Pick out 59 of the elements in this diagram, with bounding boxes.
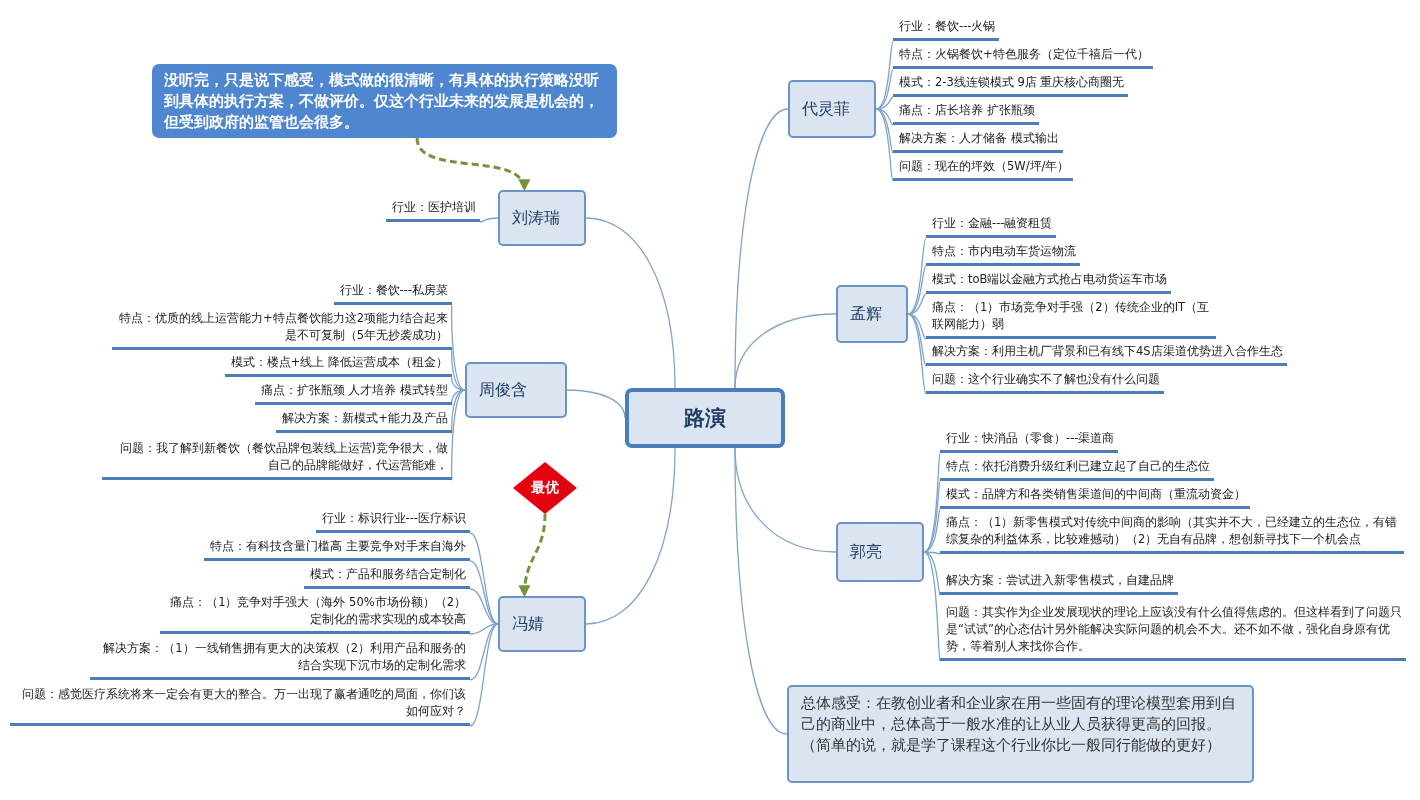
topic-label: 特点：市内电动车货运物流 xyxy=(926,241,1080,266)
topic-label: 行业：快消品（零食）---渠道商 xyxy=(940,428,1119,453)
topic-label: 问题：现在的坪效（5W/坪/年） xyxy=(893,156,1074,181)
connector xyxy=(907,313,927,395)
topic-label: 解决方案：人才储备 模式输出 xyxy=(893,128,1063,153)
topic-label: 模式：2-3线连锁模式 9店 重庆核心商圈无 xyxy=(893,72,1129,97)
callout-box: 没听完，只是说下感受，模式做的很清晰，有具体的执行策略没听到具体的执行方案，不做评价。仅这个行业未来的发展是机会的，但受到政府的监管也会很多。 xyxy=(152,64,617,138)
topic-label: 模式：toB端以金融方式抢占电动货运车市场 xyxy=(926,269,1172,294)
connector xyxy=(875,108,894,182)
connector xyxy=(469,560,499,625)
topic-label: 行业：医护培训 xyxy=(386,197,480,222)
topic-label: 解决方案：尝试进入新零售模式，自建品牌 xyxy=(940,570,1178,595)
connector xyxy=(734,447,788,735)
topic-label: 解决方案：利用主机厂背景和已有线下4S店渠道优势进入合作生态 xyxy=(926,341,1287,366)
topic-label: 痛点：（1）市场竞争对手强（2）传统企业的IT（互联网能力）弱 xyxy=(926,297,1216,339)
topic-label: 模式：楼点+线上 降低运营成本（租金） xyxy=(224,352,452,377)
connector xyxy=(469,623,499,727)
connector xyxy=(907,237,927,315)
connector xyxy=(875,40,894,110)
topic-box: 孟辉 xyxy=(836,285,908,343)
connector xyxy=(923,551,941,596)
topic-label: 问题：其实作为企业发展现状的理论上应该没有什么值得焦虑的。但这样看到了问题只是“试试”的心态估计另外能解决实际问题的机会不大。还不如不做，强化自身原有优势，等着别人来找你合作。 xyxy=(940,602,1406,661)
topic-label: 模式：产品和服务结合定制化 xyxy=(304,564,470,589)
central-topic-box: 路演 xyxy=(625,388,785,448)
topic-label: 问题：感觉医疗系统将来一定会有更大的整合。万一出现了赢者通吃的局面，你们该如何应对？ xyxy=(10,684,470,726)
topic-box: 代灵菲 xyxy=(788,80,876,138)
topic-label: 痛点：（1）竞争对手强大（海外 50%市场份额）（2）定制化的需求实现的成本较高 xyxy=(160,592,470,634)
connector xyxy=(451,304,466,391)
diamond-marker: 最优 xyxy=(513,462,577,514)
topic-box: 郭亮 xyxy=(836,522,924,582)
topic-box: 刘涛瑞 xyxy=(498,190,586,246)
topic-label: 特点：依托消费升级红利已建立起了自己的生态位 xyxy=(940,456,1214,481)
topic-label: 特点：有科技含量门槛高 主要竞争对手来自海外 xyxy=(204,536,470,561)
connector xyxy=(479,217,499,223)
topic-label: 特点：火锅餐饮+特色服务（定位千禧后一代） xyxy=(893,44,1153,69)
topic-label: 行业：标识行业---医疗标识 xyxy=(315,508,470,533)
topic-label: 模式：品牌方和各类销售渠道间的中间商（重流动资金） xyxy=(940,484,1250,509)
topic-label: 痛点：扩张瓶颈 人才培养 模式转型 xyxy=(254,380,452,405)
arrow xyxy=(518,513,547,598)
topic-box: 周俊含 xyxy=(465,362,567,418)
connector xyxy=(585,217,676,389)
topic-label: 解决方案：新模式+能力及产品 xyxy=(276,408,452,433)
topic-label: 痛点：店长培养 扩张瓶颈 xyxy=(893,100,1039,125)
topic-label: 问题：这个行业确实不了解也没有什么问题 xyxy=(926,369,1164,394)
topic-label: 痛点：（1）新零售模式对传统中间商的影响（其实并不大，已经建立的生态位，有错综复杂的利益体系，比较难撼动）（2）无自有品牌，想创新寻找下一个机会点 xyxy=(940,512,1404,554)
summary-box: 总体感受：在教创业者和企业家在用一些固有的理论模型套用到自己的商业中，总体高于一般水准的让从业人员获得更高的回报。（简单的说，就是学了课程这个行业你比一般同行能做的更好） xyxy=(787,685,1254,783)
topic-label: 解决方案：（1）一线销售拥有更大的决策权（2）利用产品和服务的结合实现下沉市场的定制化需求 xyxy=(90,638,470,680)
topic-label: 问题：我了解到新餐饮（餐饮品牌包装线上运营)竞争很大，做自己的品牌能做好，代运营能难， xyxy=(102,438,452,480)
arrow xyxy=(415,137,528,192)
connector xyxy=(451,389,466,481)
connector xyxy=(923,480,941,553)
connector xyxy=(734,313,837,389)
connector xyxy=(923,551,941,662)
topic-label: 行业：餐饮---火锅 xyxy=(893,16,1000,41)
topic-label: 行业：餐饮---私房菜 xyxy=(333,280,452,305)
topic-box: 冯婧 xyxy=(498,596,586,652)
connector xyxy=(585,447,676,625)
topic-label: 行业：金融---融资租赁 xyxy=(926,213,1057,238)
topic-label: 特点：优质的线上运营能力+特点餐饮能力这2项能力结合起来是不可复制（5年无抄袭成功） xyxy=(112,308,452,350)
